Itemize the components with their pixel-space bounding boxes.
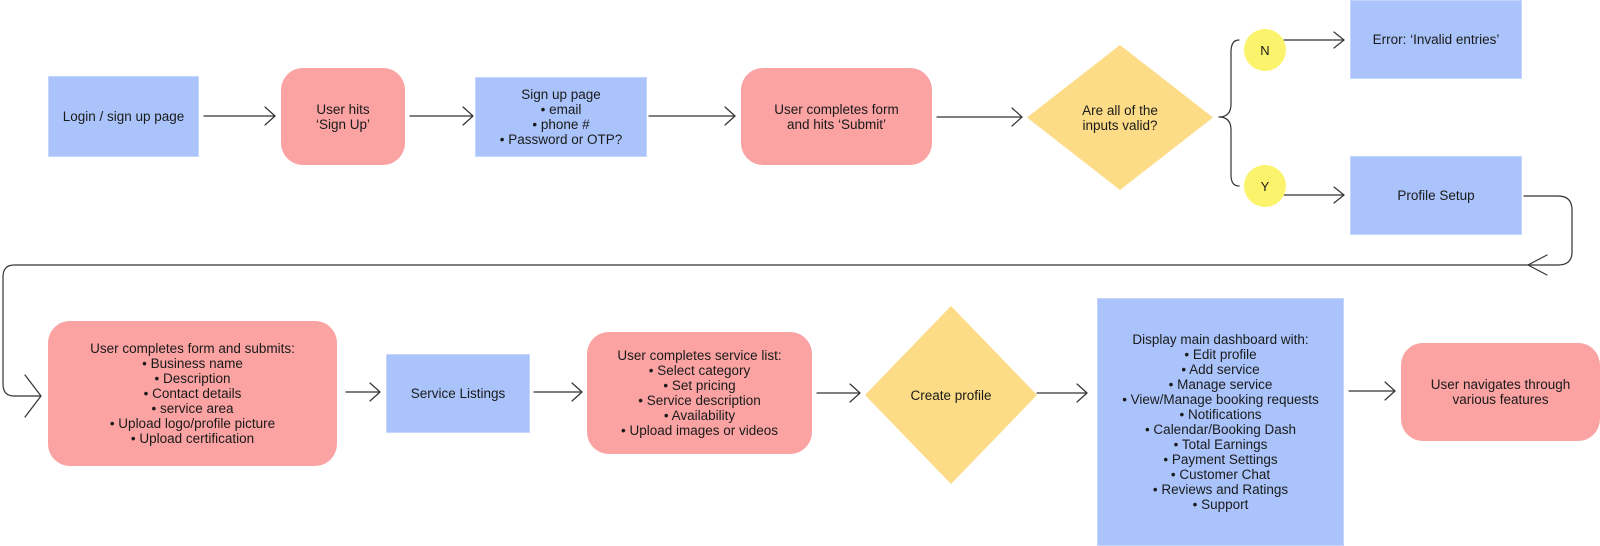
arrow-signup-to-signup-page <box>409 106 474 126</box>
branch-no-label: N <box>1260 42 1270 58</box>
login-page-label: Login / sign up page <box>62 109 185 124</box>
service-listings-box: Service Listings <box>386 354 530 433</box>
business-form-item: • Description <box>154 371 231 386</box>
dashboard-item: • Manage service <box>1168 377 1273 392</box>
user-hits-signup-line: User hits <box>316 101 370 117</box>
login-page-box: Login / sign up page <box>48 76 199 157</box>
dashboard-box: Display main dashboard with: • Edit prof… <box>1097 298 1344 546</box>
dashboard-item: • Edit profile <box>1184 347 1257 362</box>
branch-no-badge: N <box>1244 29 1286 71</box>
create-profile-label: Create profile <box>910 387 992 403</box>
service-list-item: • Availability <box>663 408 736 423</box>
dashboard-item: • Add service <box>1181 362 1260 377</box>
signup-page-item: • email <box>540 102 582 117</box>
profile-setup-label: Profile Setup <box>1397 188 1475 203</box>
business-form-title: User completes form and submits: <box>90 341 295 356</box>
dashboard-item: • Calendar/Booking Dash <box>1144 422 1297 437</box>
inputs-valid-line: inputs valid? <box>1082 117 1158 133</box>
user-hits-signup-box: User hits ‘Sign Up’ <box>281 68 405 165</box>
signup-page-title: Sign up page <box>521 87 601 102</box>
branch-yes-label: Y <box>1260 178 1270 194</box>
arrow-dashboard-to-navigates <box>1348 381 1396 401</box>
service-list-item: • Select category <box>648 363 751 378</box>
service-list-item: • Set pricing <box>663 378 736 393</box>
arrow-signup-page-to-form <box>648 106 736 126</box>
completes-form-line: User completes form <box>774 101 899 117</box>
dashboard-item: • Total Earnings <box>1173 437 1268 452</box>
inputs-valid-line: Are all of the <box>1082 102 1158 118</box>
user-hits-signup-line: ‘Sign Up’ <box>315 116 371 132</box>
arrow-service-list-to-create-profile <box>816 383 861 403</box>
error-box: Error: ‘Invalid entries’ <box>1350 0 1522 79</box>
business-form-item: • Upload logo/profile picture <box>109 416 276 431</box>
arrow-yes-to-profile-setup <box>1283 186 1345 204</box>
dashboard-item: • Payment Settings <box>1163 452 1278 467</box>
arrow-listings-to-service-list <box>533 382 583 402</box>
dashboard-title: Display main dashboard with: <box>1132 332 1309 347</box>
business-form-box: User completes form and submits: • Busin… <box>48 321 337 466</box>
signup-page-box: Sign up page • email • phone # • Passwor… <box>475 77 647 157</box>
inputs-valid-decision: Are all of the inputs valid? <box>1027 45 1213 190</box>
service-list-title: User completes service list: <box>617 348 782 363</box>
arrow-create-profile-to-dashboard <box>1036 383 1088 403</box>
wrap-arrowhead-right <box>1527 254 1548 276</box>
arrow-login-to-signup <box>203 106 276 126</box>
dashboard-item: • Support <box>1192 497 1249 512</box>
service-list-item: • Upload images or videos <box>620 423 779 438</box>
wrap-arrowhead-left <box>24 374 42 418</box>
completes-form-line: and hits ‘Submit’ <box>786 116 887 132</box>
arrow-form-to-listings <box>345 382 381 402</box>
navigates-line: various features <box>1452 392 1549 407</box>
completes-form-box: User completes form and hits ‘Submit’ <box>741 68 932 165</box>
business-form-item: • Upload certification <box>130 431 255 446</box>
service-list-box: User completes service list: • Select ca… <box>587 332 812 454</box>
business-form-item: • Contact details <box>143 386 242 401</box>
decision-branch-brace <box>1218 39 1240 187</box>
wrap-connector <box>2 195 1573 397</box>
business-form-item: • Business name <box>142 356 243 371</box>
profile-setup-box: Profile Setup <box>1350 156 1522 235</box>
create-profile-diamond-shape <box>865 306 1037 484</box>
signup-page-item: • phone # <box>532 117 590 132</box>
error-box-label: Error: ‘Invalid entries’ <box>1372 32 1500 47</box>
arrow-no-to-error <box>1283 31 1345 49</box>
signup-page-item: • Password or OTP? <box>499 132 623 147</box>
dashboard-item: • Notifications <box>1179 407 1262 422</box>
navigates-box: User navigates through various features <box>1401 343 1600 441</box>
business-form-item: • service area <box>151 401 234 416</box>
create-profile-decision: Create profile <box>865 306 1037 484</box>
service-list-item: • Service description <box>638 393 761 408</box>
navigates-line: User navigates through <box>1430 377 1571 392</box>
branch-yes-badge: Y <box>1244 165 1286 207</box>
dashboard-item: • Customer Chat <box>1170 467 1271 482</box>
service-listings-label: Service Listings <box>410 386 506 401</box>
arrow-form-to-decision <box>936 107 1023 127</box>
dashboard-item: • View/Manage booking requests <box>1122 392 1319 407</box>
decision-diamond-shape <box>1027 45 1213 190</box>
dashboard-item: • Reviews and Ratings <box>1152 482 1289 497</box>
